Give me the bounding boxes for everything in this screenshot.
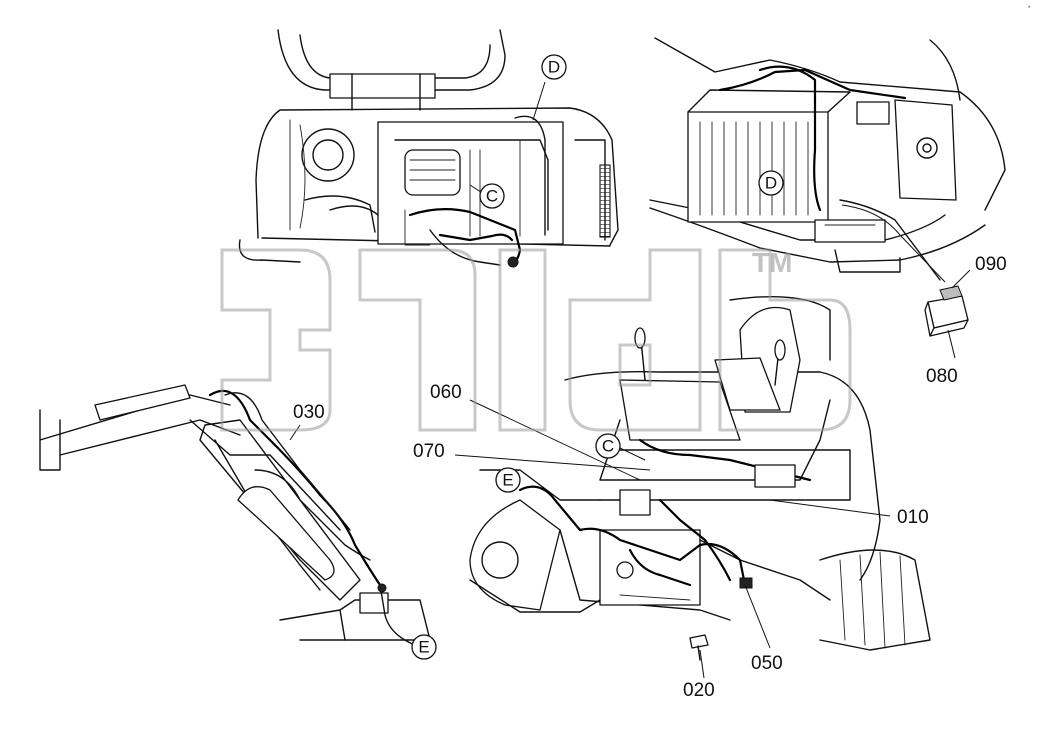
part-label-080: 080 [926,366,958,387]
corner-mark: * [1028,6,1031,12]
callout-d-battery: D [758,170,784,196]
callout-c-operator: C [595,433,621,459]
engine-bay-view [238,29,619,268]
callout-d-battery-label: D [765,174,777,193]
boom-arm-view [39,384,431,646]
callout-e-boom-label: E [418,638,429,657]
part-label-060: 060 [430,382,462,403]
callout-c-engine-label: C [486,187,498,206]
part-label-070: 070 [413,441,445,462]
operator-area-view [454,295,931,679]
callout-e-operator: E [495,467,521,493]
part-label-050: 050 [751,653,783,674]
battery-bay-view [649,37,1006,283]
callout-d-engine: D [541,54,567,80]
part-label-030: 030 [293,402,325,423]
callout-d-engine-label: D [548,58,560,77]
callout-e-boom: E [411,634,437,660]
part-label-090: 090 [975,254,1007,275]
relay-part [924,269,971,359]
part-label-010: 010 [897,507,929,528]
part-label-020: 020 [683,680,715,701]
callout-e-operator-label: E [502,471,513,490]
watermark-logo: TM [220,247,852,432]
callout-c-engine: C [479,183,505,209]
callout-c-operator-label: C [602,437,614,456]
watermark-tm: TM [752,247,792,278]
